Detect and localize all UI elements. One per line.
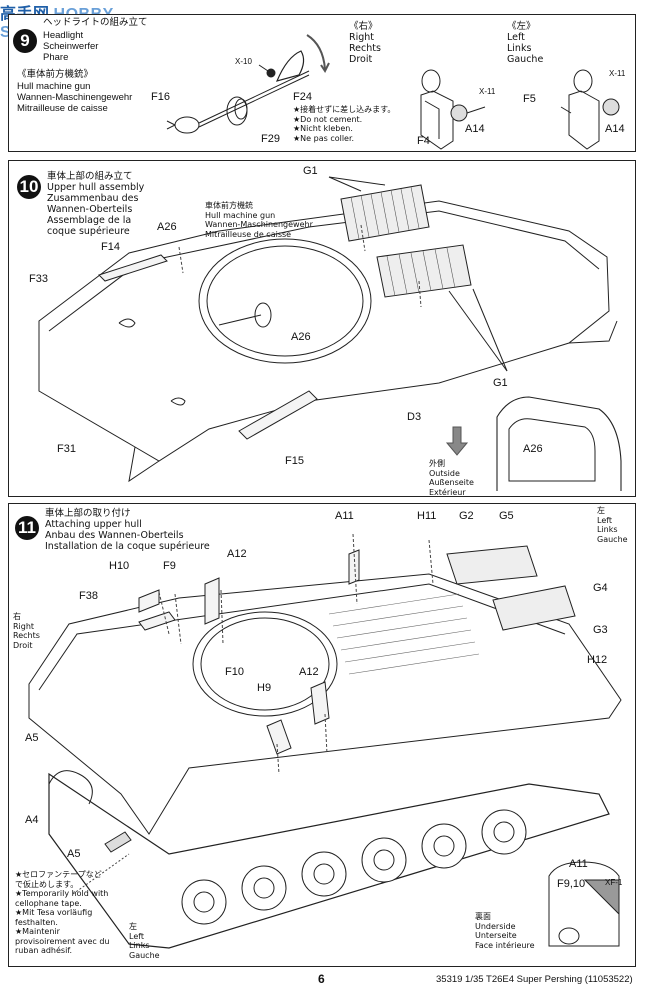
- label-h9: H9: [257, 682, 272, 694]
- headlight-drawing: [166, 34, 620, 150]
- underside-label: 裏面 Underside Unterseite Face intérieure: [475, 912, 535, 950]
- step-number-9: 9: [13, 29, 37, 53]
- step9-sub: Hull machine gun Wannen-Maschinengewehr …: [17, 81, 133, 114]
- label-f38: F38: [79, 590, 98, 602]
- label-f5: F5: [523, 93, 536, 105]
- label-f29: F29: [261, 133, 280, 145]
- label-g1-top: G1: [303, 165, 318, 177]
- label-a12-top: A12: [227, 548, 247, 560]
- label-a14-right: A14: [465, 123, 485, 135]
- label-x11-right: X-11: [479, 87, 496, 96]
- step11-left-top: 左 Left Links Gauche: [597, 506, 628, 544]
- step-10-panel: 10 車体上部の組み立て Upper hull assembly Zusamme…: [8, 160, 636, 497]
- page-number: 6: [318, 972, 325, 986]
- step9-right: 《右》 Right Rechts Droit: [349, 21, 381, 65]
- attach-hull-drawing: [28, 533, 622, 949]
- label-h11: H11: [417, 510, 437, 522]
- step9-sub-jp: 《車体前方機銃》: [17, 69, 94, 80]
- step11-title: 車体上部の取り付け Attaching upper hull Anbau des…: [45, 508, 210, 552]
- step9-title-jp: ヘッドライトの組み立て: [43, 17, 148, 28]
- label-h12: H12: [587, 654, 608, 666]
- step-number-11: 11: [15, 516, 39, 540]
- label-a11-top: A11: [335, 510, 354, 522]
- label-g4: G4: [593, 582, 608, 594]
- label-a26-inset: A26: [523, 443, 543, 455]
- step11-left-bottom: 左 Left Links Gauche: [129, 922, 160, 960]
- label-a26-mid: A26: [291, 331, 311, 343]
- label-g1-bottom: G1: [493, 377, 508, 389]
- label-x11-left: X-11: [609, 69, 626, 78]
- step11-right: 右 Right Rechts Droit: [13, 612, 40, 650]
- label-g2: G2: [459, 510, 474, 522]
- label-a5-top: A5: [25, 732, 39, 744]
- step-number-10: 10: [17, 175, 41, 199]
- label-f33: F33: [29, 273, 48, 285]
- outside-label: 外側 Outside Außenseite Extérieur: [429, 459, 474, 497]
- label-h10: H10: [109, 560, 130, 572]
- label-x10: X-10: [235, 57, 252, 66]
- upper-hull-drawing: [38, 176, 622, 491]
- label-d3: D3: [407, 411, 422, 423]
- label-a4: A4: [25, 814, 39, 826]
- step9-note: ★接着せずに差し込みます。 ★Do not cement. ★Nicht kle…: [293, 105, 396, 143]
- step10-title: 車体上部の組み立て Upper hull assembly Zusammenba…: [47, 171, 145, 237]
- label-a5-bottom: A5: [67, 848, 81, 860]
- label-f15: F15: [285, 455, 304, 467]
- label-a14-left: A14: [605, 123, 625, 135]
- label-f24: F24: [293, 91, 312, 103]
- label-f31: F31: [57, 443, 76, 455]
- tape-note: ★セロファンテープなど で仮止めします。 ★Temporarily hold w…: [15, 870, 110, 955]
- label-f4: F4: [417, 135, 430, 147]
- step-9-panel: 9 ヘッドライトの組み立て Headlight Scheinwerfer Pha…: [8, 14, 636, 152]
- label-f9-10: F9,10: [557, 878, 586, 890]
- label-f9: F9: [163, 560, 176, 572]
- step10-mg: 車体前方機銃 Hull machine gun Wannen-Maschinen…: [205, 201, 313, 239]
- label-a26-top: A26: [157, 221, 177, 233]
- label-a11-bottom: A11: [569, 858, 588, 870]
- label-xf1: XF-1: [605, 878, 623, 887]
- label-f16: F16: [151, 91, 170, 103]
- label-a12-mid: A12: [299, 666, 319, 678]
- label-g3: G3: [593, 624, 608, 636]
- step-11-panel: 11 車体上部の取り付け Attaching upper hull Anbau …: [8, 503, 636, 967]
- label-f14: F14: [101, 241, 120, 253]
- step9-left: 《左》 Left Links Gauche: [507, 21, 544, 65]
- label-g5: G5: [499, 510, 514, 522]
- label-f10: F10: [225, 666, 244, 678]
- step9-title: Headlight Scheinwerfer Phare: [43, 30, 99, 63]
- product-code: 35319 1/35 T26E4 Super Pershing (1105352…: [436, 974, 633, 985]
